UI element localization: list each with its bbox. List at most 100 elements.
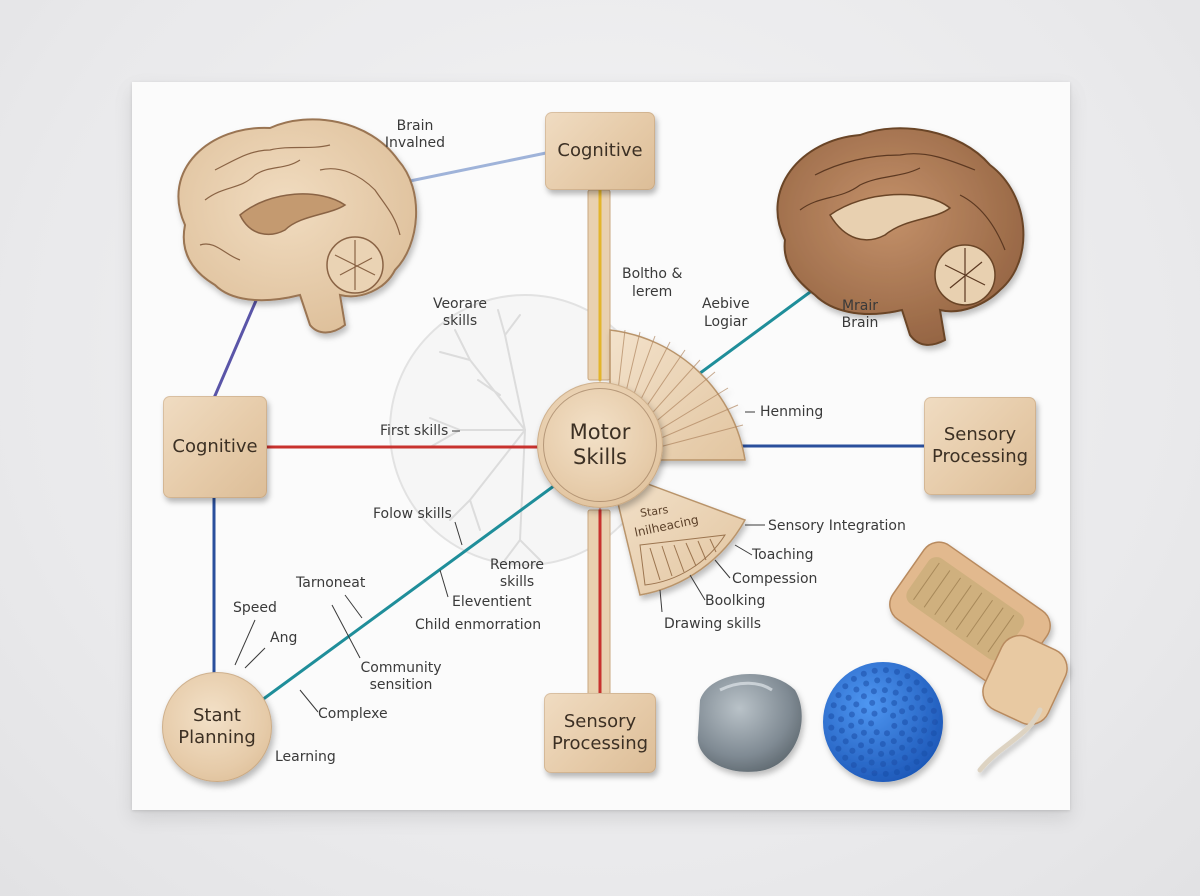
ball-spike [904, 673, 911, 680]
node-cognitive-left-label: Cognitive [172, 436, 258, 457]
label-tamoneat: Tarnoneat [296, 575, 365, 592]
ball-spike [919, 704, 926, 711]
label-first-skills: First skills [380, 423, 448, 440]
ball-spike [893, 769, 900, 776]
node-sensory-processing-bottom[interactable]: Sensory Processing [544, 693, 656, 773]
ball-spike [894, 668, 900, 675]
ball-spike [851, 733, 858, 740]
label-learning: Learning [275, 749, 336, 766]
ball-spike [848, 711, 855, 718]
node-sensory-processing-right[interactable]: Sensory Processing [924, 397, 1036, 495]
ball-spike [871, 667, 878, 674]
ball-spike [882, 770, 889, 777]
label-child-enmorration: Child enmorration [415, 617, 541, 634]
fan-label-boltho-text: Boltho & [622, 266, 683, 282]
ball-spike [896, 680, 903, 687]
ball-spike [871, 710, 878, 717]
ball-spike [868, 759, 875, 766]
node-sensory-right-label: Sensory Processing [931, 424, 1029, 467]
ball-spike [880, 761, 887, 767]
label-first-skills-text: First skills [380, 423, 449, 439]
ball-spike [881, 687, 888, 694]
ball-spike [838, 716, 845, 723]
label-speed: Speed [233, 600, 277, 617]
label-tamoneat-text: Tarnoneat [296, 575, 366, 591]
label-child-enmorration-text: Child enmorration [415, 617, 542, 633]
label-henming: Henming [760, 404, 823, 421]
fan-lower [608, 468, 747, 596]
label-community-sensition: Community sensition [356, 660, 446, 694]
ball-spike [917, 738, 924, 745]
ball-spike [838, 727, 845, 734]
node-cognitive-left[interactable]: Cognitive [163, 396, 267, 498]
ball-spike [911, 726, 918, 733]
label-drawing-skills-text: Drawing skills [664, 616, 762, 632]
node-stant-planning[interactable]: Stant Planning [162, 672, 272, 782]
node-stant-planning-label: Stant Planning [178, 705, 256, 748]
ball-spike [899, 744, 906, 751]
label-drawing-skills: Drawing skills [664, 616, 761, 633]
ball-spike [930, 707, 937, 714]
fan-label-aebive-text: Aebive [702, 296, 750, 312]
ball-spike [906, 686, 913, 693]
ball-spike [835, 692, 842, 699]
ball-spike [850, 762, 857, 768]
ball-spike [868, 738, 875, 744]
node-cognitive-top-label: Cognitive [557, 140, 643, 161]
ball-spike [899, 730, 905, 737]
label-brain-invalned-text: Brain Invalned [384, 118, 446, 151]
ball-spike [849, 747, 856, 754]
label-toaching: Toaching [752, 547, 814, 564]
node-cognitive-top[interactable]: Cognitive [545, 112, 655, 190]
label-compession: Compession [732, 571, 817, 588]
ball-spike [869, 699, 876, 706]
label-mrair-brain: Mrair Brain [830, 298, 890, 332]
ball-spike [899, 708, 906, 715]
brain-model-right [776, 127, 1025, 346]
ball-spike [921, 750, 928, 757]
ball-spike [891, 759, 898, 766]
ball-spike [828, 724, 835, 731]
ball-spike [884, 730, 890, 737]
fan-label-lerem: lerem [632, 284, 672, 301]
spiky-sensory-ball [823, 662, 943, 782]
ball-spike [911, 715, 918, 722]
ball-spike [853, 686, 860, 693]
node-motor-skills[interactable]: Motor Skills [537, 382, 663, 508]
label-sensory-integration-text: Sensory Integration [768, 518, 906, 534]
label-boolking-text: Boolking [705, 593, 766, 609]
label-veorare-skills: Veorare skills [425, 296, 495, 330]
ball-spike [891, 700, 898, 706]
ball-spike [840, 705, 847, 711]
yarn-lightblue-brain [403, 151, 548, 184]
ball-spike [868, 720, 875, 727]
label-ang-text: Ang [270, 630, 298, 646]
yarn-purple-brain [212, 280, 266, 400]
ball-spike [927, 740, 934, 747]
yarn-teal-diagonal [260, 478, 564, 702]
label-speed-text: Speed [233, 600, 277, 616]
ball-spike [880, 697, 887, 703]
ball-spike [881, 707, 888, 714]
label-compession-text: Compession [732, 571, 818, 587]
fan-label-logiar: Logiar [704, 314, 747, 331]
ball-spike [860, 693, 867, 700]
label-ang: Ang [270, 630, 297, 647]
ball-spike [878, 750, 885, 757]
ball-spike [889, 749, 896, 756]
ball-spike [861, 707, 867, 714]
label-remore-skills-text: Remore skills [490, 557, 544, 590]
label-eleventient: Eleventient [452, 594, 531, 611]
node-sensory-bottom-label: Sensory Processing [551, 711, 649, 754]
label-complexe-text: Complexe [318, 706, 388, 722]
ball-spike [908, 704, 915, 711]
label-complexe: Complexe [318, 706, 388, 723]
ball-spike [860, 767, 867, 774]
fan-label-boltho: Boltho & [622, 266, 682, 283]
ball-spike [904, 765, 911, 771]
label-community-sensition-text: Community sensition [360, 660, 442, 693]
label-sensory-integration: Sensory Integration [768, 518, 906, 535]
ball-spike [901, 754, 908, 761]
ball-spike [910, 747, 917, 754]
